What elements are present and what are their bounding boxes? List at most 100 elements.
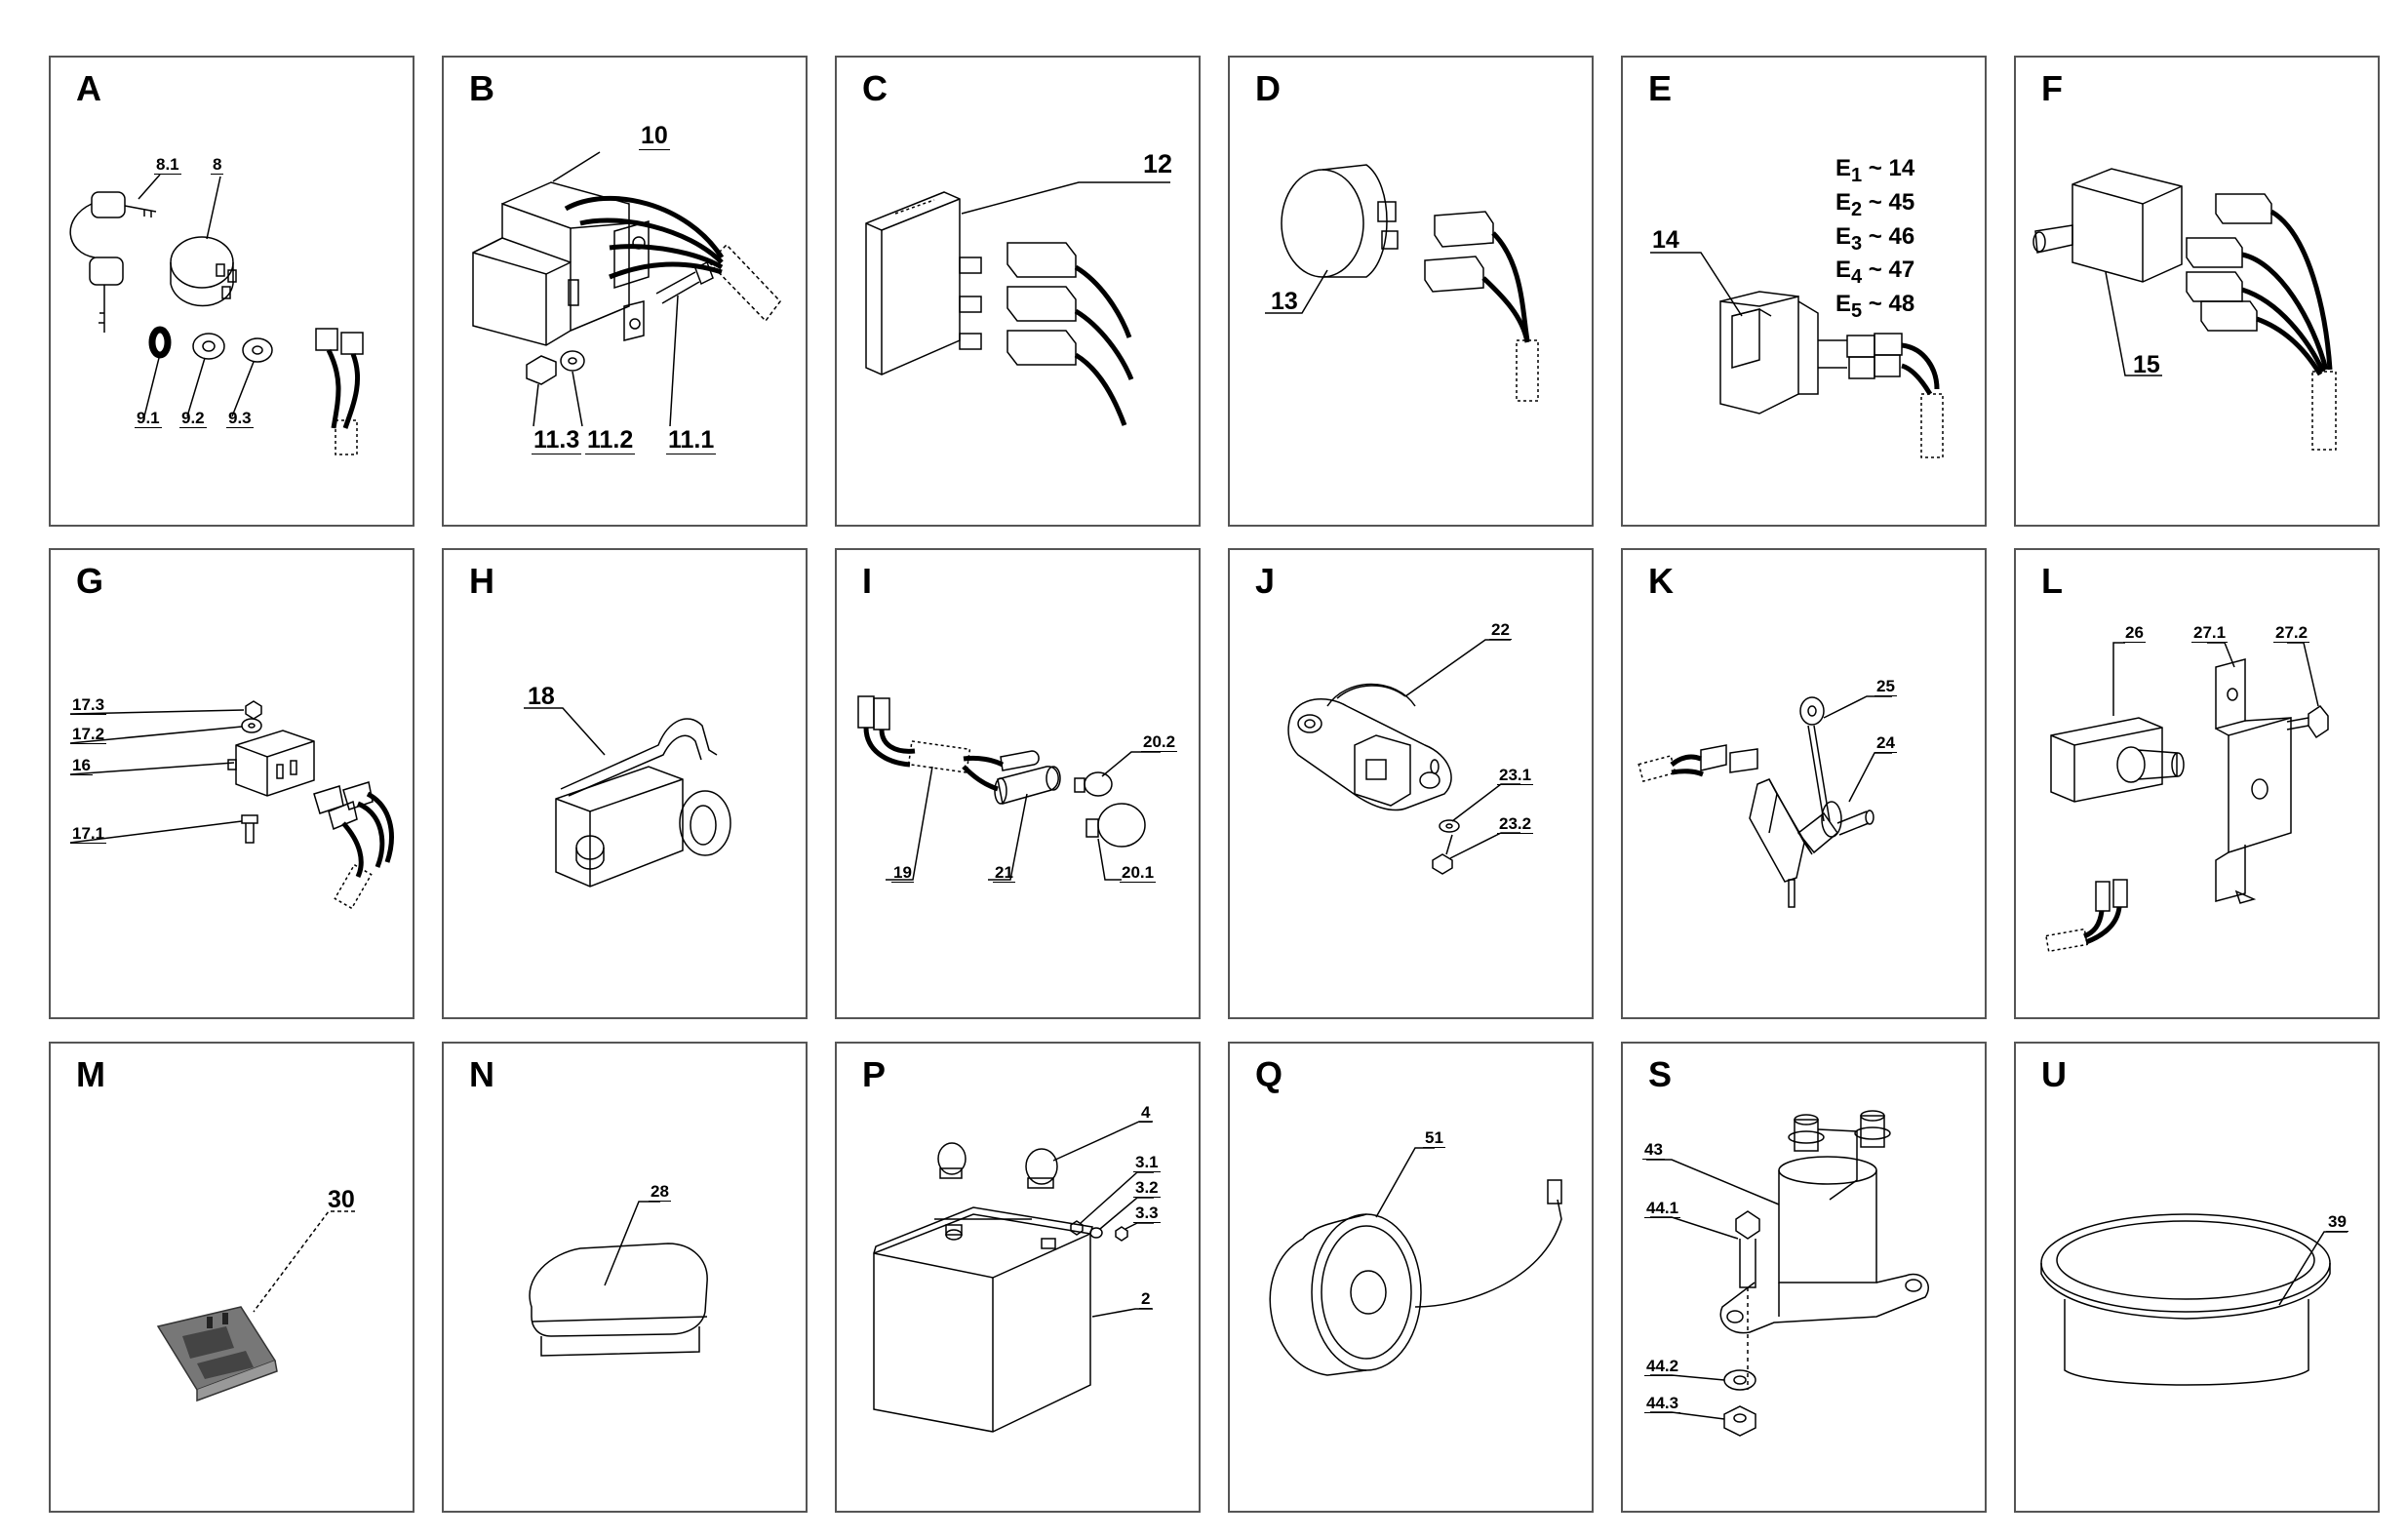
label-23-2: 23.2 <box>1497 814 1534 834</box>
panel-q: Q 51 <box>1228 1042 1594 1513</box>
sensor-22-drawing <box>1230 550 1596 1021</box>
bolt-27-2 <box>2287 706 2328 737</box>
regulator-wires <box>566 198 722 277</box>
leader-28 <box>605 1202 660 1285</box>
panel-a: A 8.1 8 9.1 9.2 9.3 <box>49 56 414 527</box>
panel-letter-f: F <box>2041 68 2063 108</box>
bracket-27-1 <box>2216 659 2291 903</box>
panel-m: M 30 <box>49 1042 414 1513</box>
connector-g <box>314 782 373 829</box>
leader-12 <box>962 182 1170 214</box>
panel-letter-e: E <box>1648 68 1673 108</box>
panel-letter-d: D <box>1255 68 1281 108</box>
microswitch-18-drawing <box>444 550 809 1021</box>
leader-8-1 <box>138 175 160 199</box>
grommet <box>2041 1214 2330 1385</box>
leader-8 <box>207 177 220 239</box>
leader-22 <box>1405 640 1511 696</box>
label-9-1: 9.1 <box>135 409 162 428</box>
panel-letter-k: K <box>1648 561 1674 601</box>
nut-17-3 <box>246 701 261 719</box>
leader-44-3 <box>1650 1412 1724 1419</box>
solenoid-43-drawing <box>1623 1044 1989 1515</box>
nut-44-3 <box>1724 1406 1756 1436</box>
leader-23-2 <box>1450 833 1520 858</box>
toggle-switch-15-drawing <box>2016 58 2382 529</box>
panel-letter-q: Q <box>1255 1054 1283 1094</box>
leader-9-1 <box>144 354 160 416</box>
legend-row-3: E3 ~ 46 <box>1835 222 1915 255</box>
panel-p: P 4 3.1 3.2 3.3 2 <box>835 1042 1201 1513</box>
label-28: 28 <box>649 1182 671 1202</box>
sensor-connector <box>1355 735 1439 806</box>
leader-21 <box>988 794 1027 880</box>
panel-d: D 13 <box>1228 56 1594 527</box>
panel-u: U 39 <box>2014 1042 2380 1513</box>
label-27-1: 27.1 <box>2191 623 2229 643</box>
washer-11-2 <box>561 351 584 371</box>
panel-letter-s: S <box>1648 1054 1673 1094</box>
panel-j: J 22 23.1 23.2 <box>1228 548 1594 1019</box>
leader-44-1 <box>1650 1217 1738 1239</box>
buzzer-13-drawing <box>1230 58 1596 529</box>
label-23-1: 23.1 <box>1497 766 1534 785</box>
wires-l <box>2084 907 2119 942</box>
bulb-20-1 <box>1086 804 1145 847</box>
label-18: 18 <box>528 683 555 710</box>
sleeve-k <box>1638 756 1676 781</box>
leader-10 <box>553 152 600 181</box>
panel-l: L 26 27.1 27.2 <box>2014 548 2380 1019</box>
label-30: 30 <box>328 1186 355 1213</box>
leader-51 <box>1376 1148 1435 1217</box>
label-16: 16 <box>70 756 93 775</box>
rocker-switch <box>1720 292 1818 414</box>
leader-3-3 <box>1125 1223 1154 1229</box>
connector-k <box>1701 745 1757 772</box>
relay-16 <box>228 731 314 796</box>
fuse-block <box>158 1307 277 1401</box>
leader-9-2 <box>187 358 205 416</box>
sleeve-i <box>909 741 970 772</box>
panel-i: I 20.2 19 21 20.1 <box>835 548 1201 1019</box>
label-2: 2 <box>1139 1289 1153 1309</box>
plugs-f <box>2187 194 2271 331</box>
plunger-24 <box>1798 802 1874 852</box>
bulb-holder-21 <box>995 767 1060 804</box>
horn-body <box>1270 1214 1421 1375</box>
label-26: 26 <box>2123 623 2146 643</box>
switch-24-drawing <box>1623 550 1989 1021</box>
panel-letter-j: J <box>1255 561 1276 601</box>
bulb-20-2 <box>1075 772 1112 796</box>
connector-a <box>316 329 363 454</box>
panel-b: B 10 11.3 11.2 11.1 <box>442 56 808 527</box>
leader-25 <box>1824 696 1892 718</box>
sleeve-l <box>2046 929 2087 952</box>
label-14: 14 <box>1652 226 1679 254</box>
bolt-44-1 <box>1736 1211 1759 1390</box>
cap-28-drawing <box>444 1044 809 1515</box>
sleeve-e <box>1921 394 1943 457</box>
label-44-1: 44.1 <box>1644 1199 1681 1218</box>
battery-box <box>874 1207 1092 1432</box>
panel-n: N 28 <box>442 1042 808 1513</box>
label-21: 21 <box>993 863 1015 883</box>
holder-small <box>1001 751 1039 770</box>
horn-wire <box>1415 1180 1561 1307</box>
leader-26 <box>2113 643 2125 716</box>
label-3-2: 3.2 <box>1133 1178 1161 1198</box>
ring-9-1 <box>152 330 168 355</box>
switch-box <box>1750 779 1812 907</box>
panel-letter-g: G <box>76 561 104 601</box>
panel-letter-h: H <box>469 561 494 601</box>
battery-2-drawing <box>837 1044 1203 1515</box>
wires-f <box>2242 212 2330 375</box>
panel-letter-u: U <box>2041 1054 2067 1094</box>
plugs-13 <box>1425 212 1493 292</box>
sleeve-13 <box>1517 340 1538 401</box>
leader-39 <box>2279 1232 2348 1305</box>
label-11-3: 11.3 <box>532 426 582 454</box>
relay-16-drawing <box>51 550 416 1021</box>
leader-15 <box>2106 272 2162 375</box>
label-17-3: 17.3 <box>70 695 107 715</box>
leader-3-1 <box>1081 1172 1154 1223</box>
